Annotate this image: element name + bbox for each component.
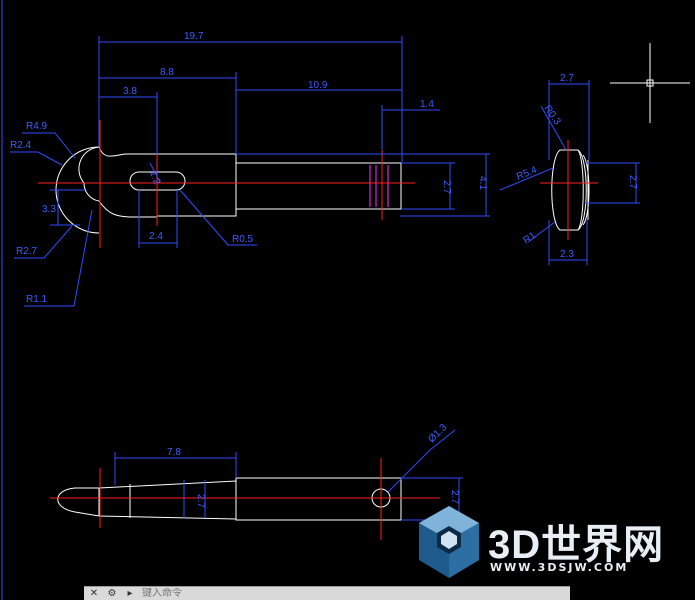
dim-side-r1: R1 [521, 230, 538, 247]
dim-radius-inner: R2.4 [10, 140, 32, 151]
dim-overall-length: 19.7 [184, 31, 204, 42]
front-view [55, 146, 402, 234]
wrench-icon[interactable]: ⚙ [107, 588, 117, 599]
front-hidden-lines [369, 165, 389, 207]
dim-right-length: 10.9 [308, 80, 328, 91]
dim-bottom-length: 7.8 [167, 447, 181, 458]
side-centerlines [540, 140, 598, 240]
dim-side-r03: R0.3 [542, 103, 563, 127]
dim-radius-lower: R2.7 [16, 246, 38, 257]
terminal-icon[interactable]: ▸ [127, 588, 133, 599]
dim-side-height: 2.7 [627, 175, 638, 189]
dim-small-length: 3.8 [123, 86, 137, 97]
dim-end-length: 1.4 [420, 99, 434, 110]
dim-side-r54: R5.4 [515, 165, 539, 183]
front-dimensions [10, 36, 490, 307]
dim-slot-diameter: 1.2 [147, 169, 162, 186]
watermark-brand: 3D世界网 [488, 523, 665, 567]
dim-side-width: 2.7 [560, 73, 574, 84]
front-centerlines [38, 120, 415, 248]
dim-radius-tip: R1.1 [26, 294, 48, 305]
side-view [551, 149, 590, 231]
dim-body-height: 4.1 [477, 176, 488, 190]
command-line-bar: ✕ ⚙ ▸ [84, 586, 570, 600]
crosshair-cursor [610, 43, 690, 123]
dim-left-length: 8.8 [160, 67, 174, 78]
bottom-hidden [183, 480, 206, 518]
dim-shaft-height: 2.7 [441, 180, 452, 194]
bottom-dimensions [114, 429, 463, 521]
cube-icon [419, 506, 479, 578]
bottom-view [57, 477, 402, 521]
bottom-centerlines [50, 458, 440, 540]
watermark-url: WWW.3DSJW.COM [490, 561, 629, 574]
side-dimensions [499, 80, 640, 265]
command-input[interactable] [142, 588, 362, 599]
dim-slot-radius: R0.5 [232, 234, 254, 245]
dim-slot-width: 2.4 [149, 231, 163, 242]
dim-height-hook: 3.3 [42, 204, 56, 215]
dim-bottom-height-a: 2.7 [195, 494, 206, 508]
dim-radius-outer: R4.9 [26, 121, 48, 132]
dim-bottom-hole: Ø1.3 [426, 422, 449, 445]
dim-bottom-height-b: 2.7 [449, 490, 460, 504]
dim-side-bottom: 2.3 [560, 249, 574, 260]
close-icon[interactable]: ✕ [89, 588, 99, 599]
